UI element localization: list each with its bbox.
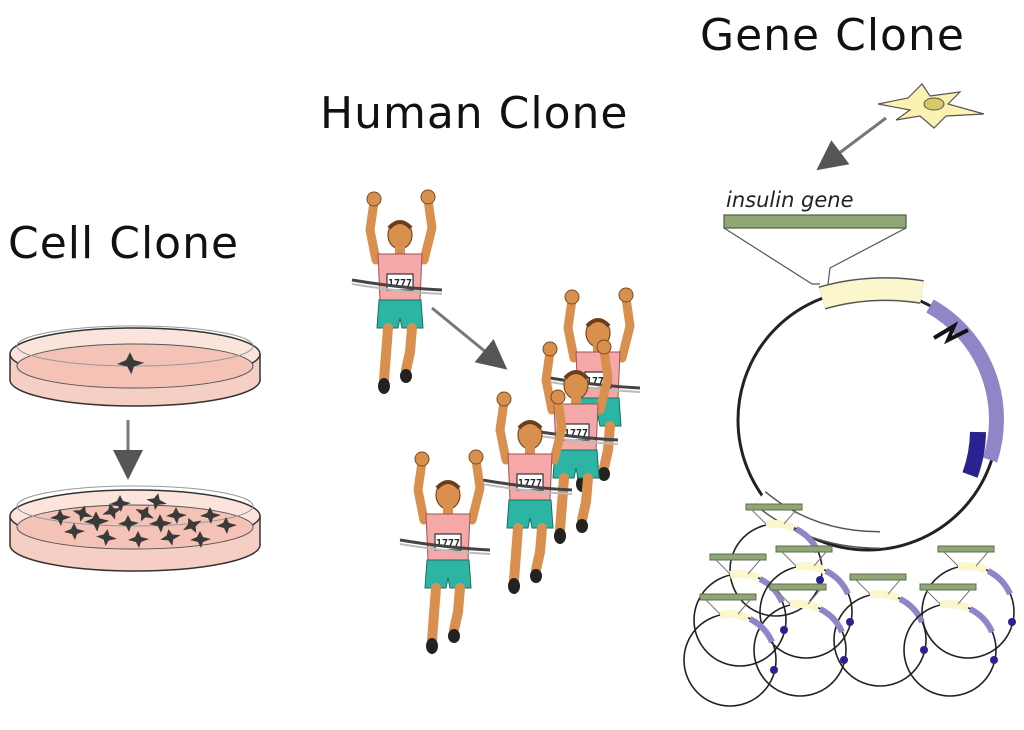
petri-dish-colony [9, 485, 261, 572]
cell-icon [877, 83, 985, 129]
gene-clone-title: Gene Clone [700, 10, 965, 61]
runner-original [352, 190, 442, 394]
gene-insert-lines [723, 227, 907, 285]
insulin-gene-label: insulin gene [726, 188, 854, 212]
insulin-gene-bar [723, 214, 907, 229]
petri-dish-single [9, 325, 261, 407]
arrow-icon [431, 306, 508, 370]
human-clone-title: Human Clone [320, 88, 629, 139]
plasmid-icon [736, 277, 1004, 552]
cell-clone-title: Cell Clone [8, 218, 240, 269]
runner-clones [400, 288, 640, 654]
arrow-icon [816, 116, 887, 171]
